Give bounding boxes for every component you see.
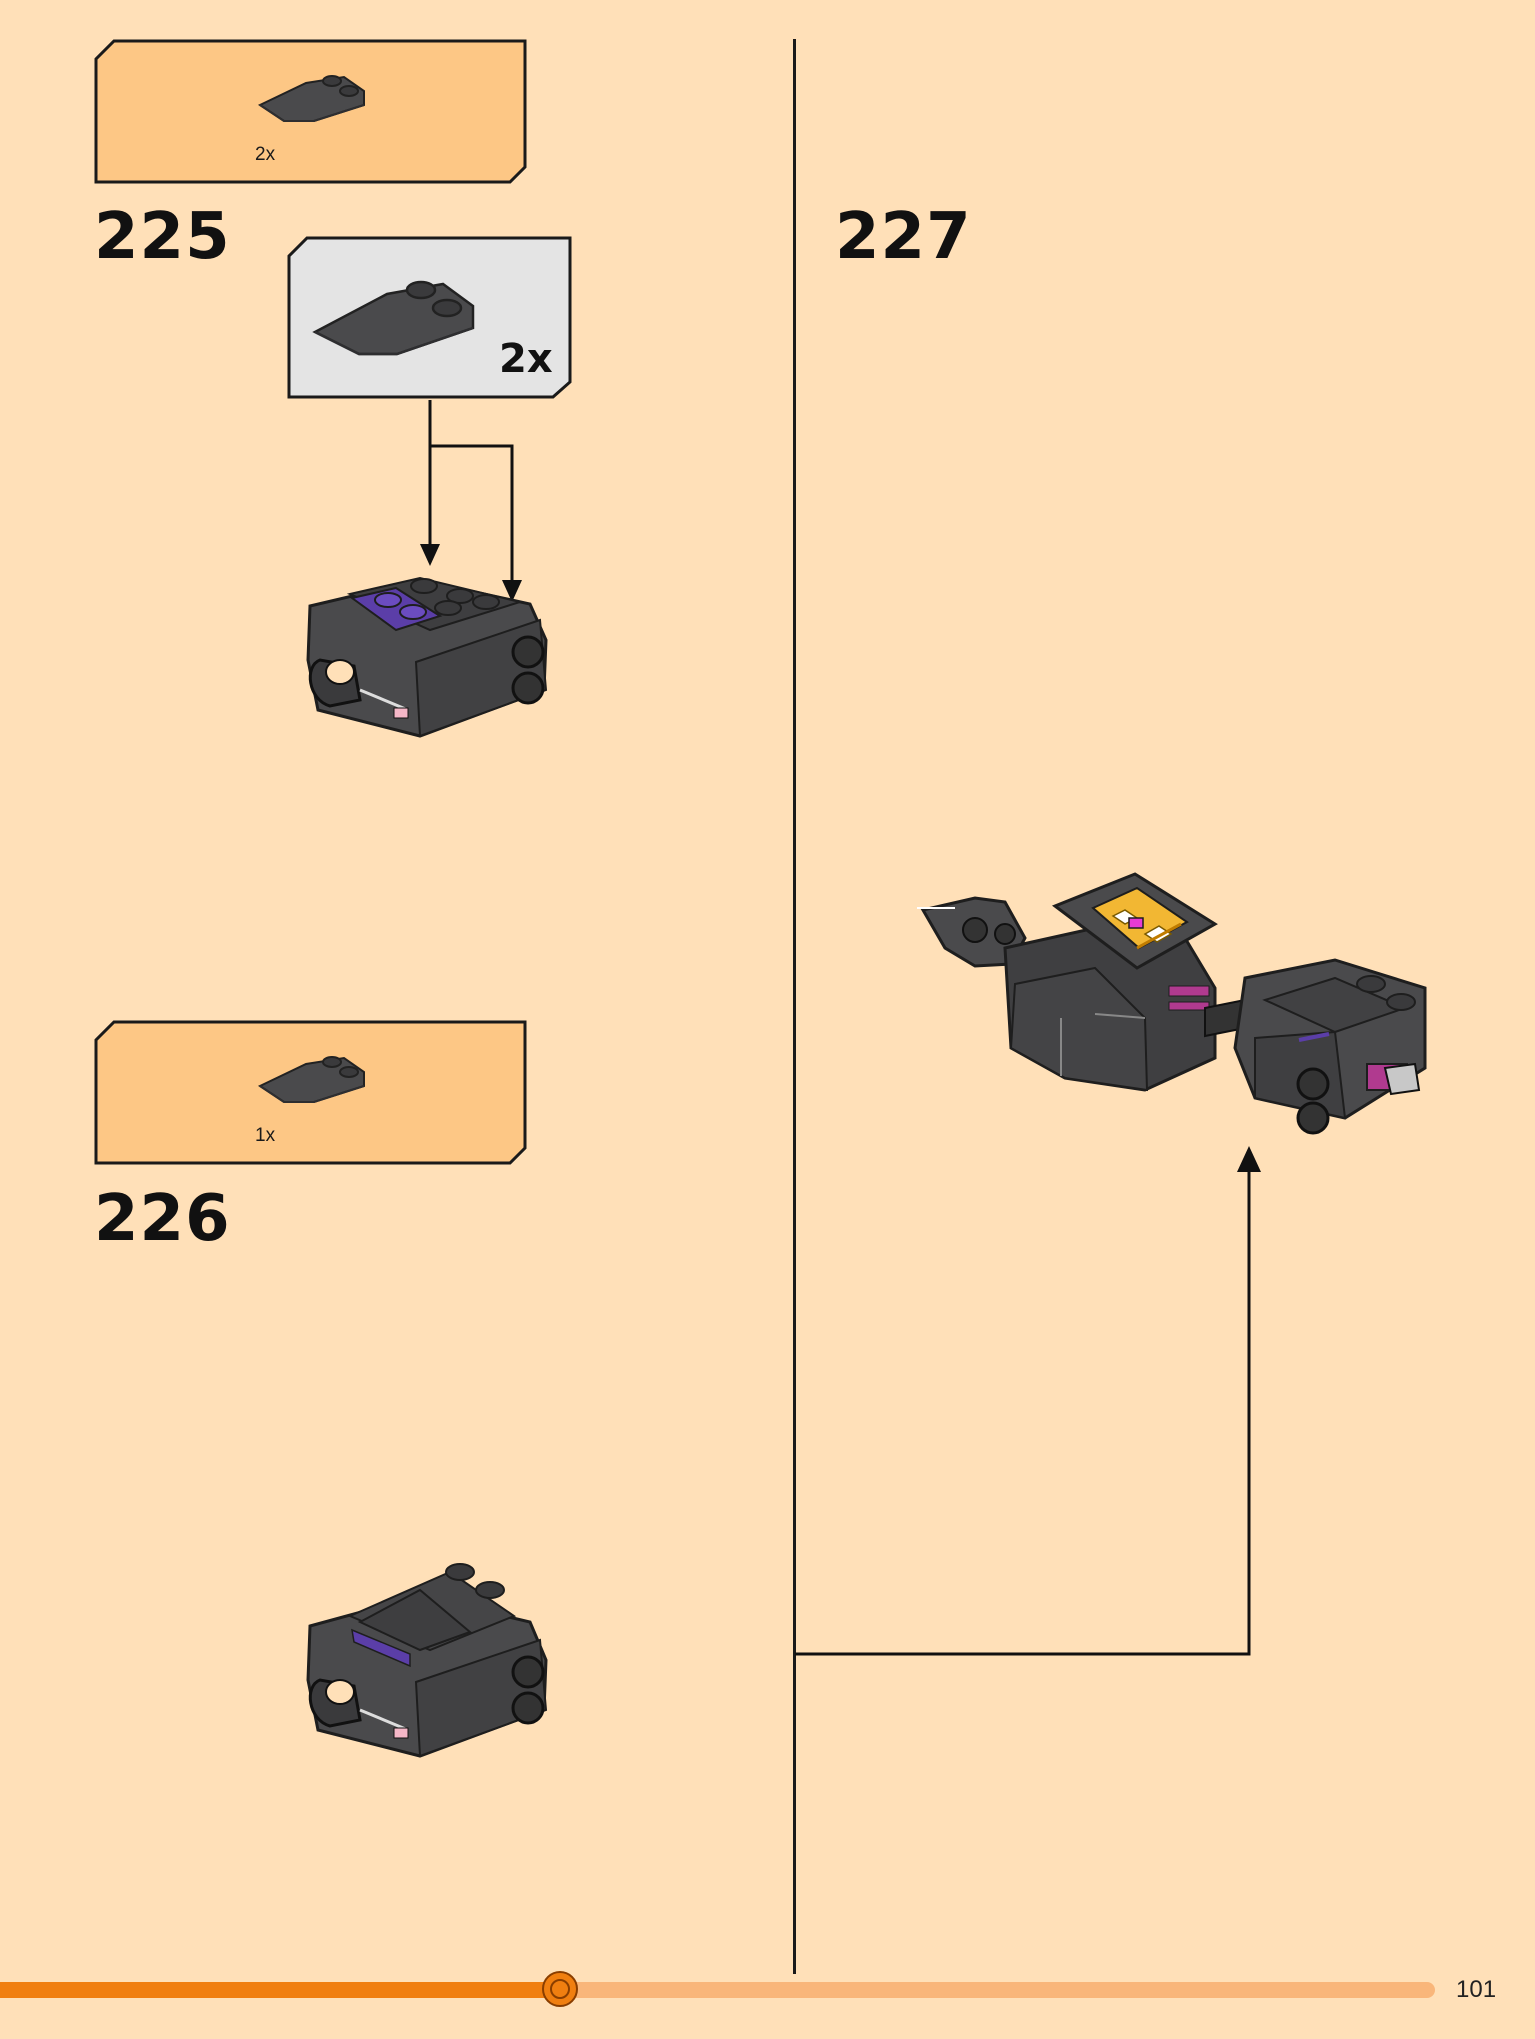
step-225-sub-quantity: 2x <box>499 336 553 382</box>
step-225-parts-callout: 2x <box>94 39 528 184</box>
step-225-parts-quantity: 2x <box>255 144 276 165</box>
step-227-model-image <box>917 872 1427 1135</box>
wedge-plate-part-icon <box>312 280 475 356</box>
step-226-number: 226 <box>94 1182 231 1256</box>
progress-fill <box>0 1982 560 1998</box>
step-225-model-image <box>306 576 548 738</box>
step-226-parts-callout: 1x <box>94 1020 528 1165</box>
step-227-number: 227 <box>835 200 972 274</box>
column-divider <box>793 39 796 1974</box>
step-226-model-image <box>306 1563 548 1758</box>
wedge-plate-part-icon <box>257 75 365 122</box>
step-225-sub-callout: 2x <box>287 236 573 400</box>
step-225-placement-arrows <box>420 400 522 602</box>
step-227-placement-arrow <box>795 1146 1261 1656</box>
page-number: 101 <box>1456 1976 1497 2003</box>
wedge-plate-part-icon <box>257 1056 365 1103</box>
step-225-number: 225 <box>94 200 231 274</box>
progress-marker <box>542 1971 578 2007</box>
step-226-parts-quantity: 1x <box>255 1125 276 1146</box>
